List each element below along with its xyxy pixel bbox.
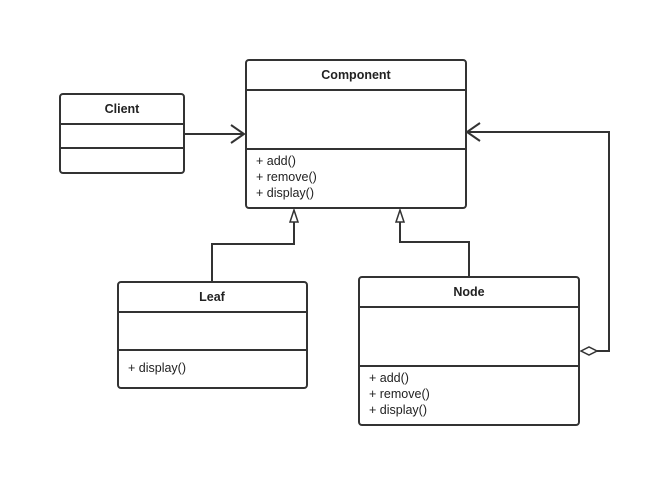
generalization-leaf-component xyxy=(211,207,300,282)
method-display: + display() xyxy=(128,361,186,375)
generalization-node-component xyxy=(394,207,470,277)
class-leaf[interactable]: Leaf + display() xyxy=(117,281,308,389)
open-arrowhead-icon xyxy=(230,124,246,144)
aggregation-node-component xyxy=(465,122,610,356)
class-client[interactable]: Client xyxy=(59,93,185,174)
association-client-component xyxy=(185,124,246,144)
method-display: + display() xyxy=(369,403,427,417)
class-name: Node xyxy=(453,285,484,299)
inheritance-arrowhead-icon xyxy=(394,207,406,223)
method-remove: + remove() xyxy=(369,387,430,401)
method-add: + add() xyxy=(369,371,409,385)
inheritance-arrowhead-icon xyxy=(288,207,300,223)
method-display: + display() xyxy=(256,186,314,200)
class-component[interactable]: Component + add() + remove() + display() xyxy=(245,59,467,209)
method-remove: + remove() xyxy=(256,170,317,184)
class-node[interactable]: Node + add() + remove() + display() xyxy=(358,276,580,426)
class-name: Leaf xyxy=(199,290,226,304)
class-name: Component xyxy=(321,68,391,82)
method-add: + add() xyxy=(256,154,296,168)
aggregation-diamond-icon xyxy=(579,346,599,356)
class-name: Client xyxy=(105,102,141,116)
